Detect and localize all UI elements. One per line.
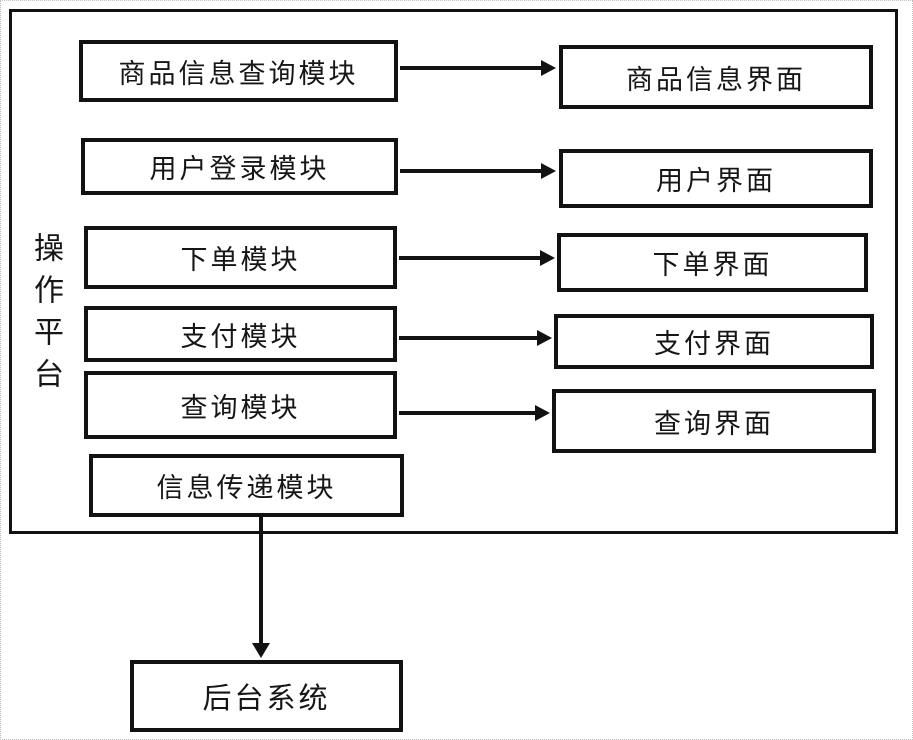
arrow-shaft bbox=[400, 169, 541, 173]
payment-interface-box: 支付界面 bbox=[554, 314, 874, 369]
query-module-box: 查询模块 bbox=[84, 371, 397, 439]
user-interface-box: 用户界面 bbox=[559, 149, 873, 208]
connector-arrow-row1-icon bbox=[400, 60, 556, 76]
info-transfer-module-box: 信息传递模块 bbox=[89, 454, 404, 517]
backend-system-box: 后台系统 bbox=[130, 660, 403, 732]
arrow-head-right-icon bbox=[537, 330, 552, 346]
arrow-shaft bbox=[259, 517, 263, 643]
arrow-head-right-icon bbox=[535, 405, 550, 421]
arrow-shaft bbox=[399, 256, 540, 260]
product-info-interface-box: 商品信息界面 bbox=[559, 45, 873, 109]
connector-arrow-row5-icon bbox=[399, 405, 550, 421]
order-interface-box: 下单界面 bbox=[557, 233, 868, 292]
arrow-head-right-icon bbox=[540, 250, 555, 266]
arrow-shaft bbox=[399, 336, 537, 340]
connector-arrow-row3-icon bbox=[399, 250, 555, 266]
user-login-module-box: 用户登录模块 bbox=[81, 138, 398, 195]
arrow-head-right-icon bbox=[541, 163, 556, 179]
payment-module-box: 支付模块 bbox=[84, 306, 397, 362]
connector-arrow-to-backend-icon bbox=[252, 517, 270, 658]
arrow-head-down-icon bbox=[252, 643, 270, 658]
operation-platform-label: 操作平台 bbox=[29, 232, 62, 400]
arrow-shaft bbox=[399, 411, 535, 415]
connector-arrow-row4-icon bbox=[399, 330, 552, 346]
product-info-query-module-box: 商品信息查询模块 bbox=[79, 40, 398, 102]
arrow-shaft bbox=[400, 66, 541, 70]
order-module-box: 下单模块 bbox=[84, 226, 397, 289]
connector-arrow-row2-icon bbox=[400, 163, 556, 179]
arrow-head-right-icon bbox=[541, 60, 556, 76]
query-interface-box: 查询界面 bbox=[552, 389, 876, 453]
